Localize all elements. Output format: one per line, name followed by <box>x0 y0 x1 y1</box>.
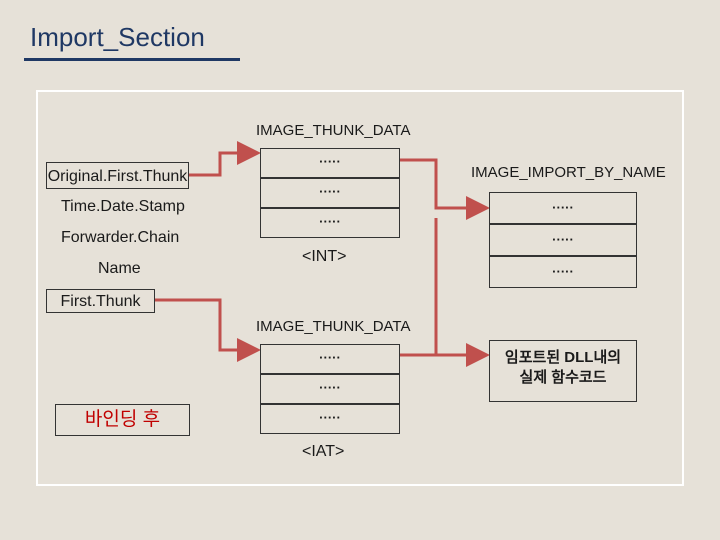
function-code-line2: 실제 함수코드 <box>519 369 607 386</box>
iat-header: IMAGE_THUNK_DATA <box>256 318 411 335</box>
iat-cell: ····· <box>260 374 400 404</box>
arrow-first-thunk <box>155 298 261 362</box>
iat-label: <IAT> <box>302 443 345 460</box>
int-header: IMAGE_THUNK_DATA <box>256 122 411 139</box>
field-name: Name <box>98 260 141 277</box>
int-cell: ····· <box>260 148 400 178</box>
import-by-name-header: IMAGE_IMPORT_BY_NAME <box>471 164 666 181</box>
import-by-name-cell: ····· <box>489 192 637 224</box>
binding-note: 바인딩 후 <box>55 404 190 436</box>
field-first-thunk: First.Thunk <box>46 289 155 313</box>
iat-cell: ····· <box>260 344 400 374</box>
int-cell: ····· <box>260 208 400 238</box>
arrow-original-first-thunk <box>189 141 261 177</box>
arrow-int-to-import-by-name <box>400 158 490 220</box>
import-by-name-cell: ····· <box>489 224 637 256</box>
int-cell: ····· <box>260 178 400 208</box>
slide-title: Import_Section <box>30 22 205 52</box>
diagram-panel <box>36 90 684 486</box>
function-code-box: 임포트된 DLL내의 실제 함수코드 <box>489 340 637 402</box>
int-label: <INT> <box>302 248 347 265</box>
iat-cell: ····· <box>260 404 400 434</box>
import-by-name-cell: ····· <box>489 256 637 288</box>
field-original-first-thunk: Original.First.Thunk <box>46 162 189 189</box>
field-forwarder-chain: Forwarder.Chain <box>61 229 180 246</box>
title-underline <box>24 58 240 61</box>
field-time-date-stamp: Time.Date.Stamp <box>61 198 185 215</box>
function-code-line1: 임포트된 DLL내의 <box>504 349 622 366</box>
